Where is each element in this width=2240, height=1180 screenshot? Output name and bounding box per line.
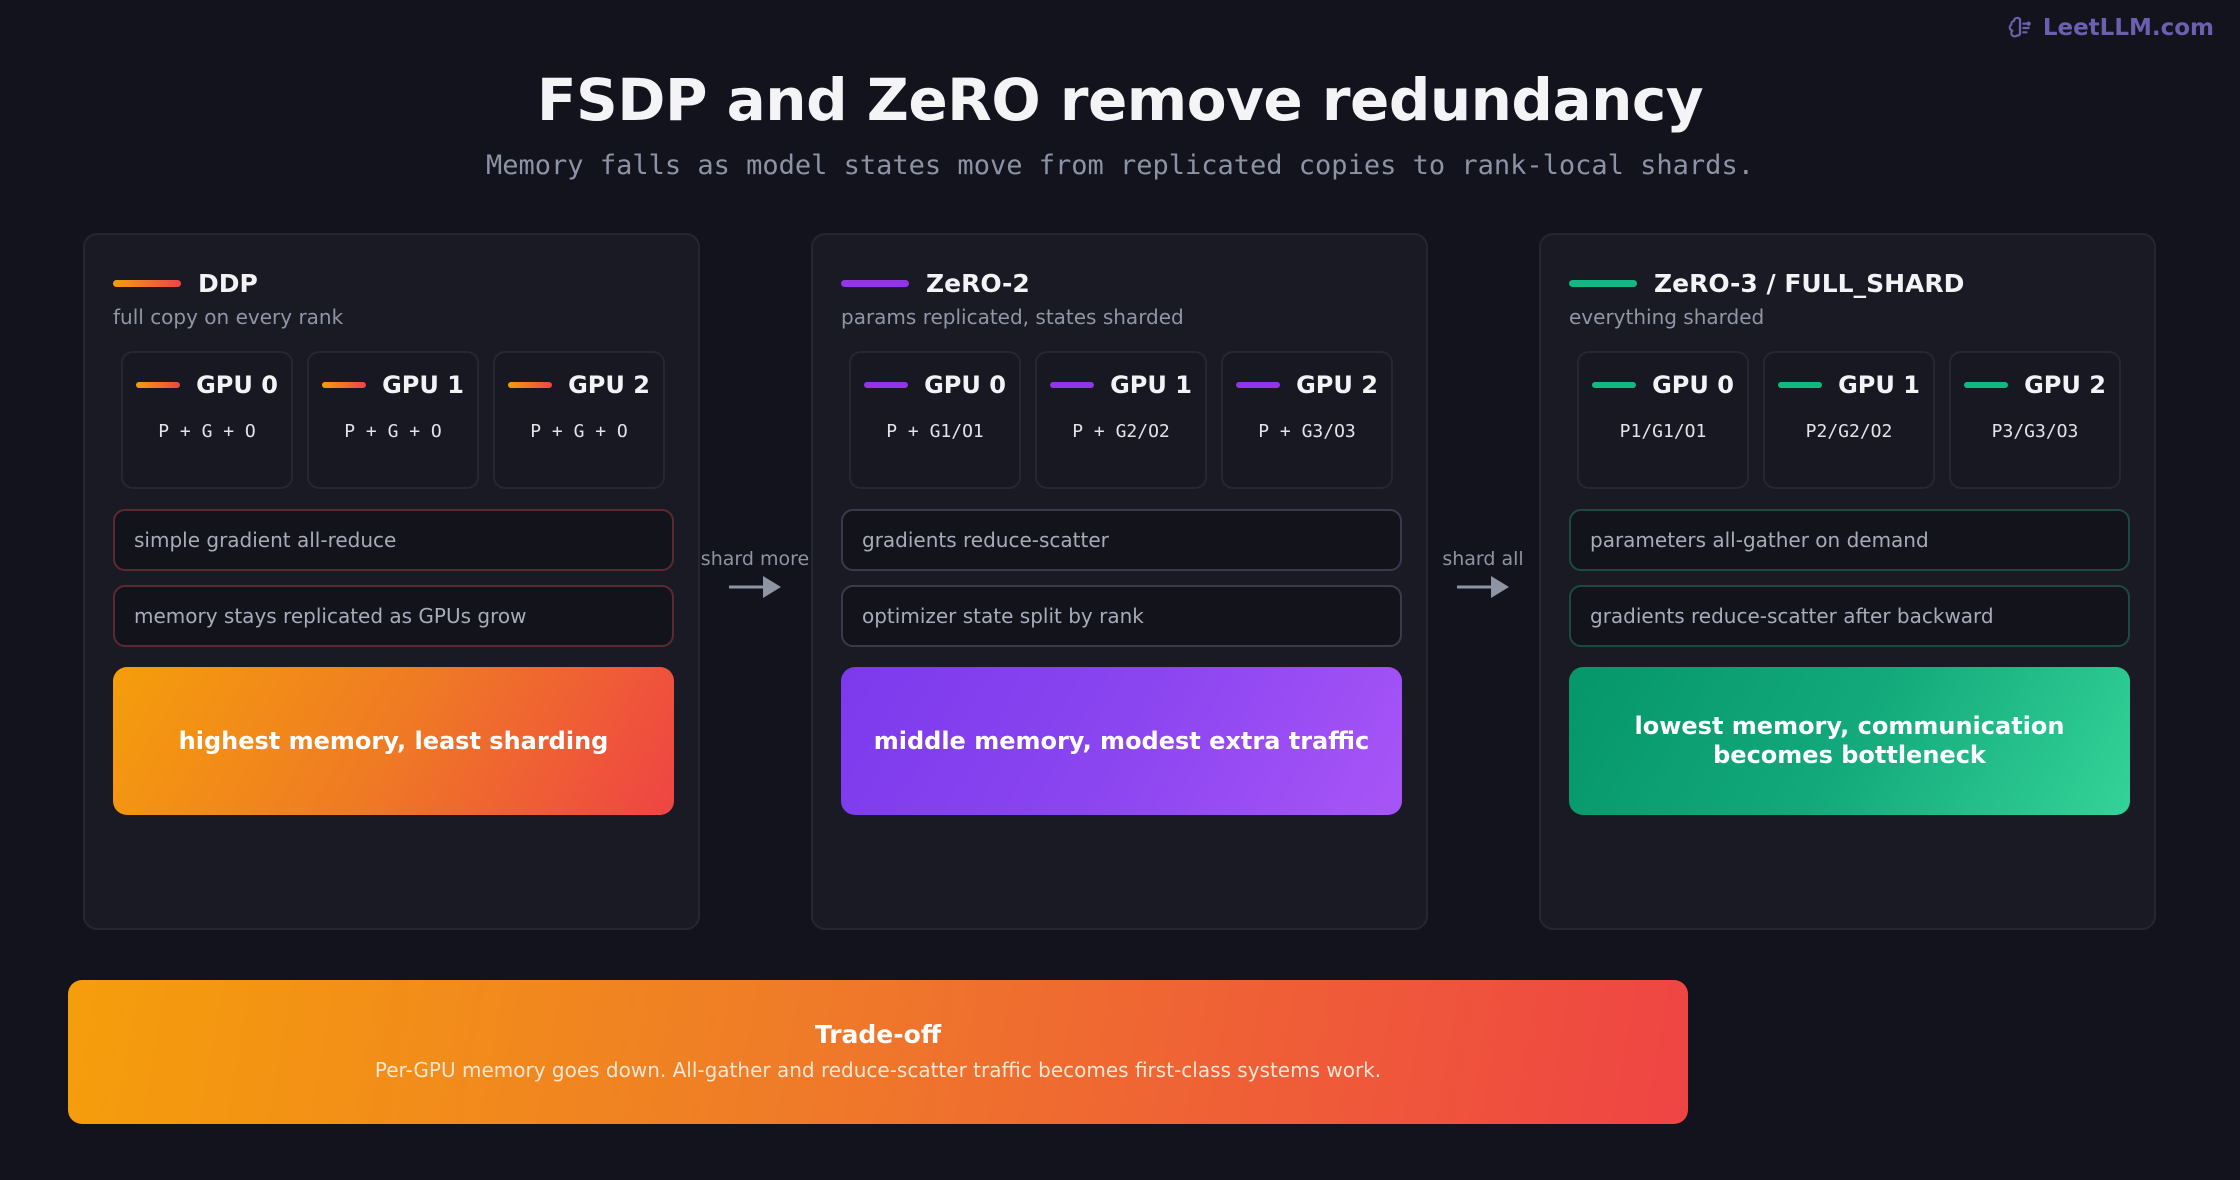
brand-logo: LeetLLM.com — [2007, 15, 2214, 41]
gpu-card: GPU 2 P + G3/O3 — [1221, 351, 1393, 489]
panel-desc: full copy on every rank — [113, 305, 344, 329]
arrow-right-icon — [729, 576, 781, 598]
gpu-name: GPU 2 — [568, 371, 650, 399]
gpu-name: GPU 0 — [196, 371, 278, 399]
gpu-accent-bar — [508, 382, 553, 388]
gpu-card: GPU 0 P1/G1/O1 — [1577, 351, 1749, 489]
brain-icon — [2008, 16, 2031, 38]
panel-title: DDP — [198, 269, 258, 298]
gpu-name: GPU 1 — [1838, 371, 1920, 399]
gpu-name: GPU 0 — [924, 371, 1006, 399]
connector-label: shard all — [1442, 548, 1524, 570]
gpu-accent-bar — [864, 382, 909, 388]
panel-zero2: ZeRO-2 params replicated, states sharded… — [811, 233, 1428, 930]
gpu-formula: P1/G1/O1 — [1619, 421, 1707, 442]
gpu-formula: P + G + O — [530, 421, 628, 442]
gpu-card: GPU 1 P + G2/O2 — [1035, 351, 1207, 489]
gpu-name: GPU 1 — [382, 371, 464, 399]
panel-summary: lowest memory, communication becomes bot… — [1569, 667, 2130, 815]
gpu-formula: P + G2/O2 — [1072, 421, 1170, 442]
panel-note: memory stays replicated as GPUs grow — [113, 585, 674, 647]
gpu-card: GPU 0 P + G1/O1 — [849, 351, 1021, 489]
zero3-accent-bar — [1569, 280, 1637, 287]
gpu-accent-bar — [1236, 382, 1281, 388]
gpu-name: GPU 2 — [2024, 371, 2106, 399]
panel-note: optimizer state split by rank — [841, 585, 1402, 647]
panel-zero3: ZeRO-3 / FULL_SHARD everything sharded G… — [1539, 233, 2156, 930]
gpu-card: GPU 1 P2/G2/O2 — [1763, 351, 1935, 489]
panel-note: parameters all-gather on demand — [1569, 509, 2130, 571]
connector-label: shard more — [700, 548, 810, 570]
gpu-accent-bar — [1050, 382, 1095, 388]
panel-ddp: DDP full copy on every rank GPU 0 P + G … — [83, 233, 700, 930]
arrow-right-icon — [1457, 576, 1509, 598]
gpu-formula: P + G1/O1 — [886, 421, 984, 442]
tradeoff-title: Trade-off — [814, 1020, 942, 1049]
ddp-accent-bar — [113, 280, 181, 287]
gpu-accent-bar — [136, 382, 181, 388]
gpu-accent-bar — [1592, 382, 1637, 388]
gpu-card: GPU 0 P + G + O — [121, 351, 293, 489]
page-title: FSDP and ZeRO remove redundancy — [536, 66, 1704, 134]
tradeoff-text: Per-GPU memory goes down. All-gather and… — [374, 1058, 1382, 1082]
connector-shard-all: shard all — [1428, 548, 1538, 602]
gpu-formula: P3/G3/O3 — [1991, 421, 2079, 442]
gpu-accent-bar — [1964, 382, 2009, 388]
gpu-formula: P + G + O — [158, 421, 256, 442]
zero2-accent-bar — [841, 280, 909, 287]
panel-note: simple gradient all-reduce — [113, 509, 674, 571]
panel-note: gradients reduce-scatter after backward — [1569, 585, 2130, 647]
gpu-name: GPU 0 — [1652, 371, 1734, 399]
gpu-name: GPU 2 — [1296, 371, 1378, 399]
panel-desc: params replicated, states sharded — [841, 305, 1184, 329]
page-subtitle: Memory falls as model states move from r… — [486, 150, 1754, 181]
gpu-accent-bar — [1778, 382, 1823, 388]
panel-title: ZeRO-2 — [926, 269, 1030, 298]
panel-note: gradients reduce-scatter — [841, 509, 1402, 571]
gpu-formula: P + G + O — [344, 421, 442, 442]
gpu-card: GPU 1 P + G + O — [307, 351, 479, 489]
panel-summary: middle memory, modest extra traffic — [841, 667, 1402, 815]
panel-summary: highest memory, least sharding — [113, 667, 674, 815]
gpu-card: GPU 2 P + G + O — [493, 351, 665, 489]
panel-desc: everything sharded — [1569, 305, 1765, 329]
gpu-card: GPU 2 P3/G3/O3 — [1949, 351, 2121, 489]
brand-name: LeetLLM.com — [2042, 15, 2214, 41]
gpu-accent-bar — [322, 382, 367, 388]
panel-title: ZeRO-3 / FULL_SHARD — [1654, 269, 1965, 298]
gpu-name: GPU 1 — [1110, 371, 1192, 399]
connector-shard-more: shard more — [700, 548, 810, 602]
gpu-formula: P2/G2/O2 — [1805, 421, 1893, 442]
gpu-formula: P + G3/O3 — [1258, 421, 1356, 442]
tradeoff-banner: Trade-off Per-GPU memory goes down. All-… — [68, 980, 1688, 1124]
